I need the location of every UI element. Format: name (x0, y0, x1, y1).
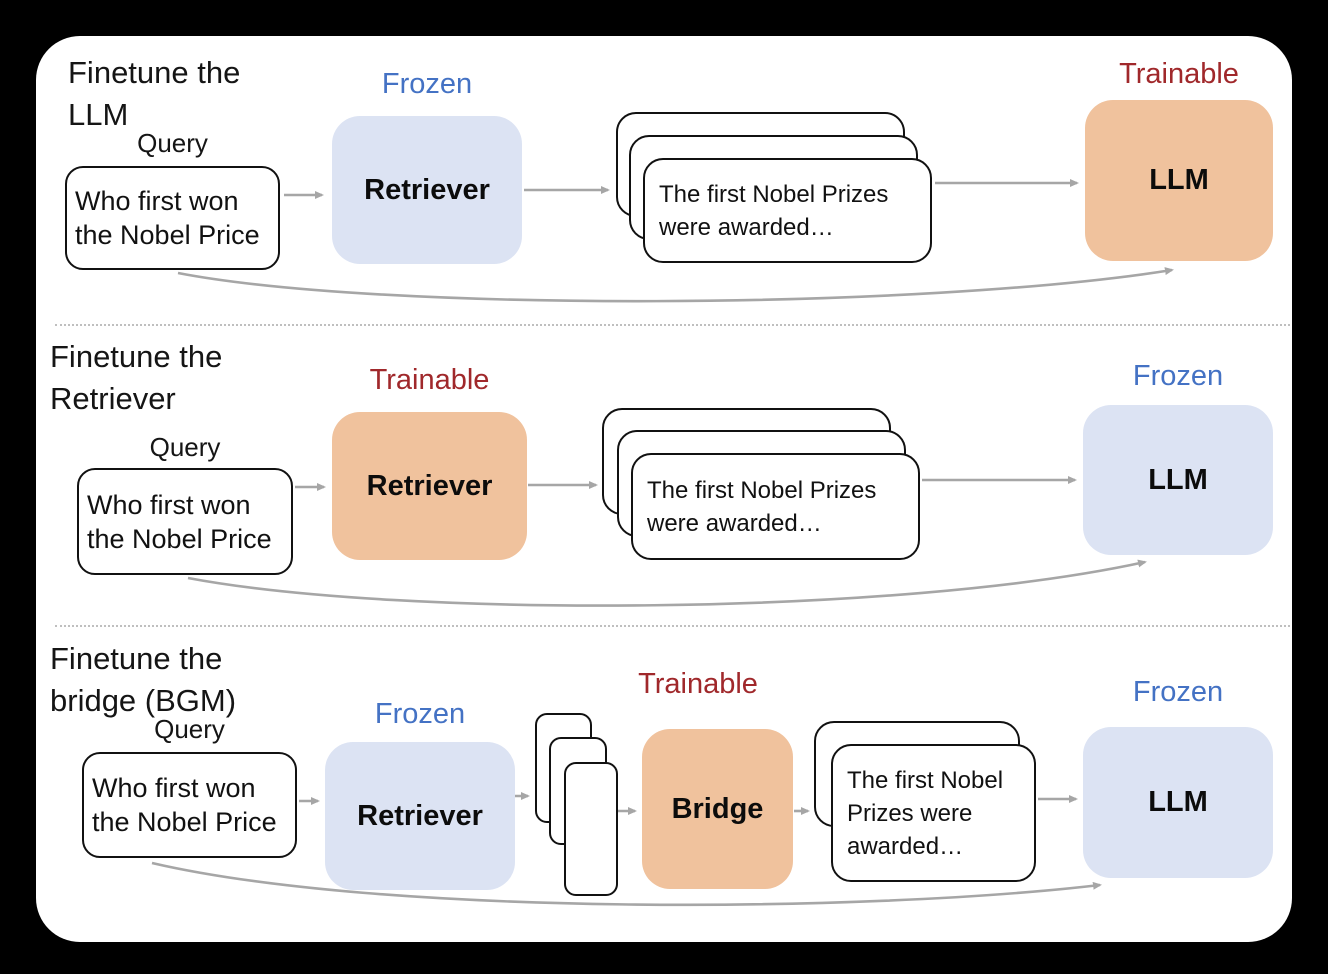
row2-llm-state: Frozen (1132, 360, 1224, 392)
row3-bridge-state: Trainable (638, 668, 758, 700)
row1-llm-box: LLM (1085, 100, 1273, 261)
row3-retriever-box: Retriever (325, 742, 515, 890)
row3-query-box: Who first won the Nobel Price (82, 752, 297, 858)
row2-title-line2: Retriever (50, 381, 176, 416)
row3-title-line1: Finetune the (50, 641, 223, 676)
row2-retriever-state: Trainable (369, 364, 490, 396)
row1-llm-state: Trainable (1119, 58, 1239, 90)
row1-doc-card-front: The first Nobel Prizes were awarded… (643, 158, 932, 263)
row1-title: Finetune the LLM (68, 52, 240, 136)
row3-title: Finetune the bridge (BGM) (50, 638, 236, 722)
row2-doc-card-front: The first Nobel Prizes were awarded… (631, 453, 920, 560)
row1-retriever-state: Frozen (381, 68, 473, 100)
row2-title-line1: Finetune the (50, 339, 223, 374)
row3-llm-state: Frozen (1132, 676, 1224, 708)
row1-title-line1: Finetune the (68, 55, 241, 90)
row3-doc-card-front: The first Nobel Prizes were awarded… (831, 744, 1036, 882)
row1-query-label: Query (137, 128, 208, 158)
row1-retriever-box: Retriever (332, 116, 522, 264)
row-divider-1 (55, 324, 1290, 326)
row1-query-box: Who first won the Nobel Price (65, 166, 280, 270)
row3-llm-box: LLM (1083, 727, 1273, 878)
row2-query-label: Query (149, 432, 221, 462)
row3-title-line2: bridge (BGM) (50, 683, 237, 718)
row3-bridge-box: Bridge (642, 729, 793, 889)
row3-embedding-card-front (564, 762, 618, 896)
row3-query-label: Query (154, 714, 225, 744)
row2-llm-box: LLM (1083, 405, 1273, 555)
row2-retriever-box: Retriever (332, 412, 527, 560)
row3-retriever-state: Frozen (374, 698, 466, 730)
row-divider-2 (55, 625, 1290, 627)
row2-title: Finetune the Retriever (50, 336, 222, 420)
row2-query-box: Who first won the Nobel Price (77, 468, 293, 575)
row1-title-line2: LLM (68, 97, 129, 132)
